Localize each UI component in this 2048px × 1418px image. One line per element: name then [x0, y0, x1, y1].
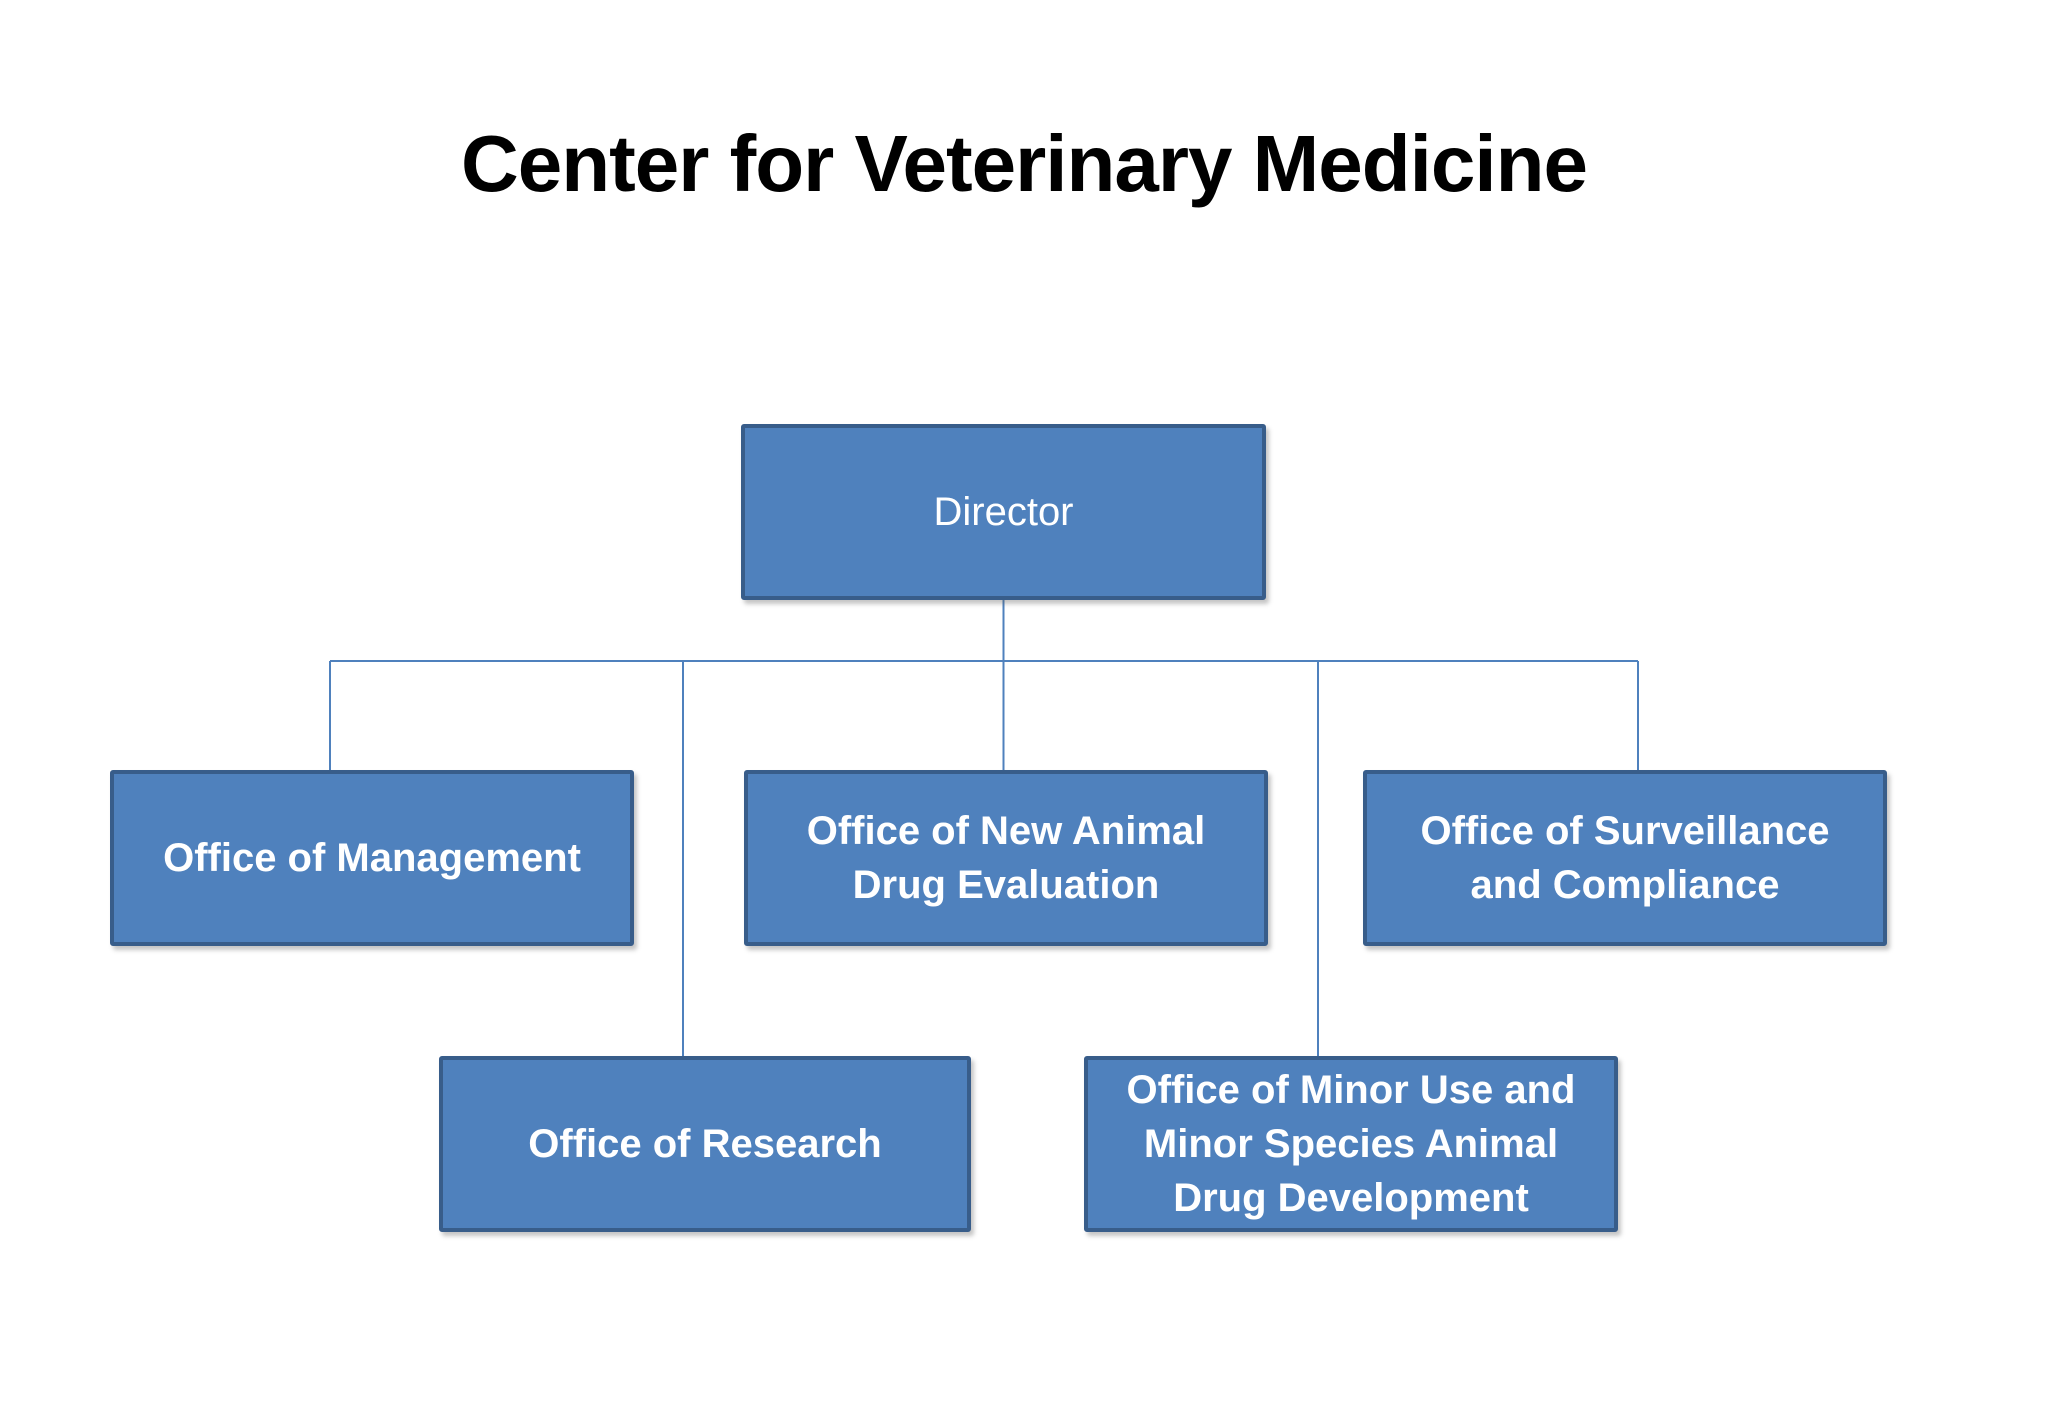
org-box-office-of-surveillance-and-compliance: Office of Surveillance and Compliance: [1363, 770, 1887, 946]
org-box-office-of-minor-use-and-minor-species: Office of Minor Use and Minor Species An…: [1084, 1056, 1618, 1232]
org-box-office-of-research-label: Office of Research: [528, 1122, 882, 1166]
org-box-director: Director: [741, 424, 1266, 600]
org-box-office-of-research: Office of Research: [439, 1056, 971, 1232]
chart-title: Center for Veterinary Medicine: [461, 119, 1588, 208]
org-box-office-of-management: Office of Management: [110, 770, 634, 946]
org-box-office-of-surveillance-and-compliance-label: Office of Surveillance and Compliance: [1420, 809, 1830, 907]
org-box-office-of-management-label: Office of Management: [163, 836, 581, 880]
org-box-office-of-new-animal-drug-evaluation: Office of New Animal Drug Evaluation: [744, 770, 1268, 946]
org-box-office-of-minor-use-and-minor-species-label: Office of Minor Use and Minor Species An…: [1126, 1068, 1576, 1220]
org-box-director-label: Director: [933, 490, 1074, 534]
org-box-office-of-new-animal-drug-evaluation-label: Office of New Animal Drug Evaluation: [806, 809, 1206, 907]
